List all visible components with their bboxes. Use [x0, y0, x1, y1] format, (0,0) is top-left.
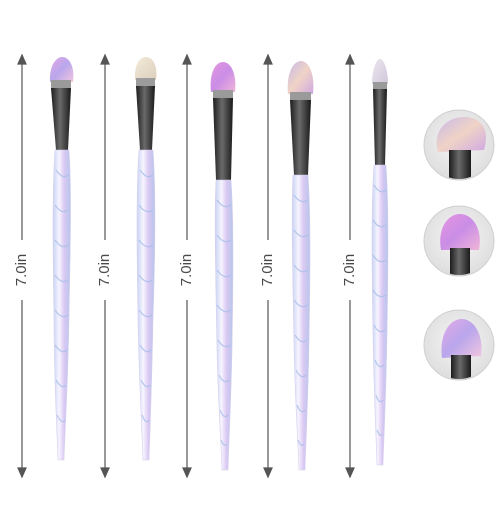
handle-twist-highlights	[54, 169, 387, 446]
measurement-label-3: 7.0in	[177, 240, 197, 300]
brush-3-handle	[214, 179, 234, 471]
brush-2	[134, 57, 157, 461]
detail-angled-brush	[423, 109, 495, 181]
brush-1-bristles	[49, 57, 74, 82]
measurement-label-4: 7.0in	[258, 240, 278, 300]
measurement-label-5: 7.0in	[340, 240, 360, 300]
brush-2-ferrule	[136, 78, 155, 87]
brush-3	[210, 62, 236, 471]
brush-1-ferrule-body	[51, 88, 71, 150]
brush-4-ferrule-body	[290, 100, 311, 175]
brush-3-ferrule	[213, 90, 233, 99]
measurement-label-1: 7.0in	[12, 240, 32, 300]
brush-3-ferrule-body	[213, 98, 233, 180]
detail-round-brush	[423, 205, 495, 277]
measurement-label-2: 7.0in	[95, 240, 115, 300]
brush-1-ferrule	[51, 80, 71, 90]
brush-3-bristles	[210, 62, 236, 92]
brush-5-ferrule-body	[373, 89, 387, 165]
brush-2-bristles	[134, 57, 157, 80]
brush-4-bristles	[287, 61, 314, 94]
brush-1-handle	[52, 149, 71, 461]
brush-4	[287, 61, 314, 471]
brush-5-ferrule	[373, 82, 387, 90]
brush-5	[371, 59, 389, 466]
brush-4-handle	[291, 174, 311, 471]
detail-pointed-brush	[423, 309, 495, 381]
brush-2-ferrule-body	[136, 86, 155, 150]
brush-1	[49, 57, 74, 461]
brush-5-handle	[371, 164, 389, 466]
brush-4-ferrule	[290, 92, 311, 101]
brush-5-bristles	[372, 59, 388, 84]
brush-2-handle	[136, 149, 156, 461]
